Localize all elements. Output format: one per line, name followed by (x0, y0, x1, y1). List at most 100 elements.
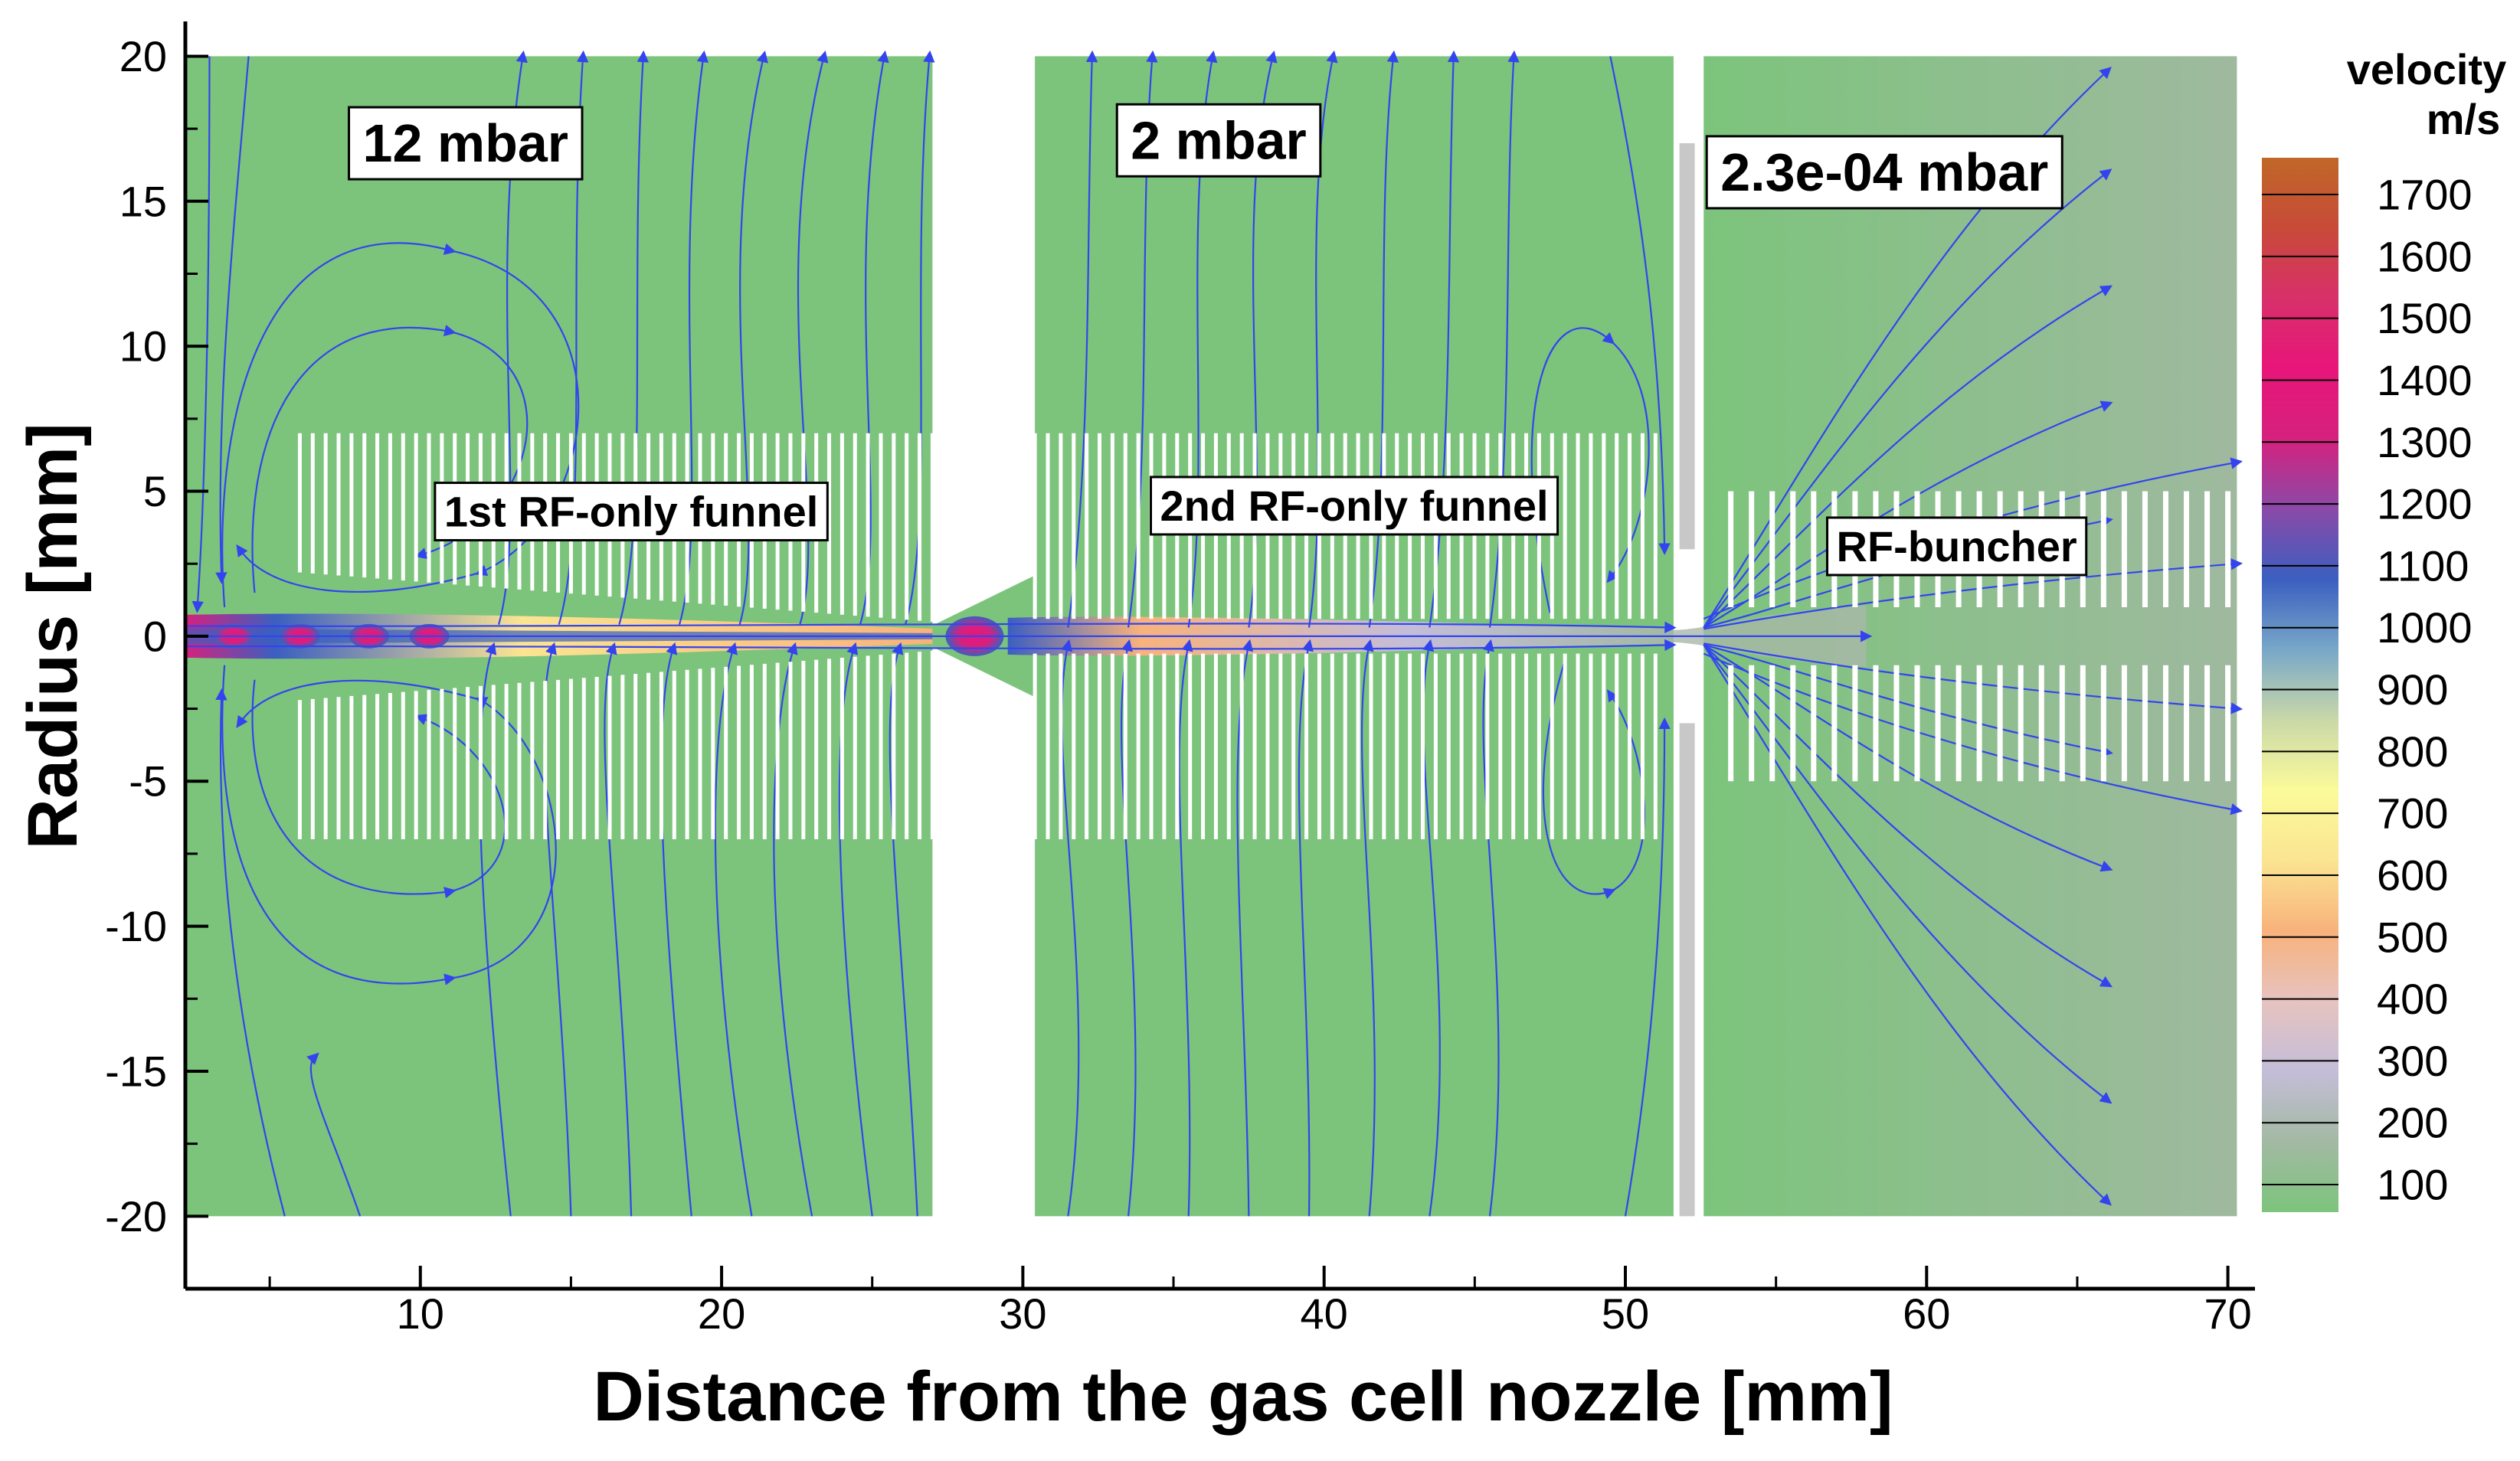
electrode-plate (453, 688, 457, 839)
electrode-plate (427, 433, 431, 583)
electrode-plate (1343, 653, 1347, 839)
region-label-2-text: 2 mbar (1131, 110, 1307, 170)
electrode-plate (517, 682, 522, 839)
electrode-plate (866, 655, 870, 839)
electrode-plate (1831, 665, 1838, 782)
colorbar-tick-label: 1700 (2377, 171, 2473, 219)
electrode-plate (1640, 653, 1645, 839)
electrode-plate (1252, 653, 1257, 839)
electrode-plate (2204, 665, 2211, 782)
y-tick-label: 15 (119, 177, 167, 225)
electrode-plate (1589, 653, 1593, 839)
electrode-plate (853, 433, 857, 616)
electrode-plate (892, 433, 896, 619)
electrode-plate (2121, 491, 2127, 608)
streamline (1703, 285, 2113, 629)
electrode-plate (530, 681, 535, 839)
electrode-plate (323, 698, 328, 839)
streamline (1488, 50, 1520, 628)
electrode-plate (1201, 653, 1206, 839)
electrode-plate (762, 663, 767, 839)
electrode-plate (1852, 665, 1858, 782)
electrode-plate (1033, 653, 1037, 839)
streamline (1429, 50, 1460, 628)
colorbar-tick-label: 800 (2377, 727, 2448, 776)
electrode-plate (1653, 653, 1658, 839)
electrode-plate (1550, 653, 1554, 839)
electrode-plate (1098, 653, 1102, 839)
streamline (838, 642, 873, 1217)
wall-upper (1679, 143, 1695, 550)
colorbar: 1700160015001400130012001100100090080070… (2262, 45, 2506, 1212)
electrode-plate (1188, 653, 1193, 839)
colorbar-tick-label: 400 (2377, 975, 2448, 1023)
electrode-plate (2184, 665, 2190, 782)
colorbar-tick-label: 100 (2377, 1161, 2448, 1209)
funnel-label-1-box (434, 482, 829, 542)
electrode-plate (1059, 653, 1063, 839)
buncher-label-box (1826, 516, 2088, 577)
electrode-plate (2204, 491, 2211, 608)
electrode-plate (607, 675, 612, 839)
electrode-plate (1395, 653, 1399, 839)
electrode-plate (2100, 665, 2106, 782)
electrode-plate (1893, 665, 1900, 782)
region-label-1-text: 12 mbar (363, 113, 568, 173)
colorbar-tick-label: 1100 (2377, 541, 2469, 590)
electrode-plate (646, 672, 651, 839)
electrode-plate (310, 698, 315, 839)
colorbar-tick-label: 1200 (2377, 480, 2473, 528)
electrode-plate (466, 687, 470, 839)
electrode-plate (504, 684, 509, 839)
y-tick-label: 5 (143, 467, 167, 515)
electrode-plate (672, 671, 676, 839)
electrode-plate (414, 433, 418, 582)
electrode-plate (711, 668, 715, 839)
funnel-label-1: 1st RF-only funnel (434, 482, 829, 542)
electrode-plate (1304, 653, 1309, 839)
electrode-plate (1136, 433, 1141, 619)
electrode-plate (1265, 653, 1270, 839)
electrode-plate (362, 433, 367, 578)
electrode-plate (388, 433, 392, 580)
electrode-plate (478, 685, 483, 839)
electrode-plate (1446, 653, 1451, 839)
electrode-plate (336, 433, 341, 576)
streamline (1307, 50, 1338, 628)
streamline (1368, 50, 1399, 628)
electrode-plate (2038, 665, 2044, 782)
electrode-plate (349, 695, 354, 839)
electrode-plate (1085, 653, 1089, 839)
electrode-plate (375, 694, 380, 839)
electrode-plate (1602, 653, 1606, 839)
electrode-plate (2184, 491, 2190, 608)
electrode-plate (2018, 665, 2024, 782)
funnel-label-1-text: 1st RF-only funnel (444, 488, 818, 536)
electrode-plate (1615, 653, 1619, 839)
electrode-plate (323, 433, 328, 575)
electrode-plate (1330, 653, 1334, 839)
electrode-plate (1278, 653, 1283, 839)
electrode-plate (775, 662, 780, 839)
region-label-3-box (1705, 135, 2063, 210)
x-tick-label: 10 (397, 1289, 444, 1338)
electrode-plate (2225, 491, 2231, 608)
electrode-plate (581, 678, 586, 839)
x-tick-label: 30 (999, 1289, 1046, 1338)
region-label-3: 2.3e-04 mbar (1705, 135, 2063, 210)
electrode-plate (724, 666, 728, 839)
electrode-plate (427, 690, 431, 839)
electrode-plate (1576, 433, 1580, 619)
electrode-plate (839, 658, 844, 839)
electrode-plate (2225, 665, 2231, 782)
electrode-plate (1728, 665, 1734, 782)
colorbar-tick-label: 200 (2377, 1099, 2448, 1147)
wall-lower (1679, 723, 1695, 1217)
streamline (1067, 50, 1098, 628)
streamline (1482, 639, 1500, 1217)
colorbar-tick-label: 300 (2377, 1037, 2448, 1085)
y-tick-label: -5 (129, 757, 167, 806)
electrode-plate (440, 688, 444, 839)
electrode-plate (414, 691, 418, 839)
